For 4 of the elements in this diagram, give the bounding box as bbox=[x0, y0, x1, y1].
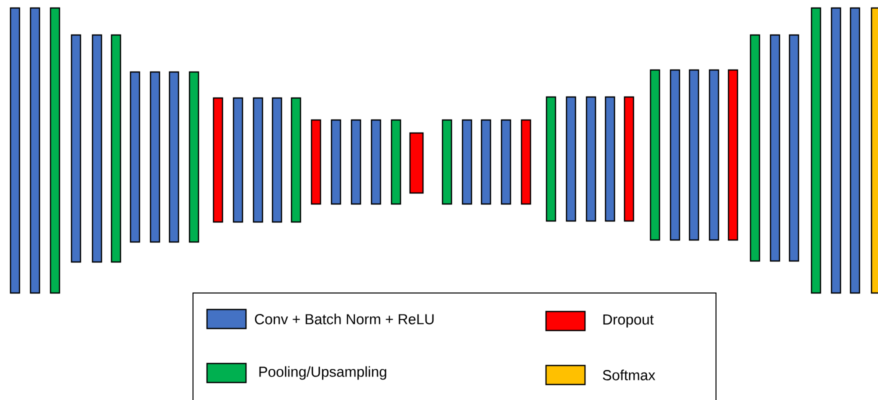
legend-label: Dropout bbox=[603, 314, 654, 328]
legend-label: Pooling/Upsampling bbox=[259, 366, 386, 380]
legend-label: Softmax bbox=[602, 370, 656, 380]
legend-label: Conv + Batch Norm + ReLU bbox=[254, 314, 434, 324]
